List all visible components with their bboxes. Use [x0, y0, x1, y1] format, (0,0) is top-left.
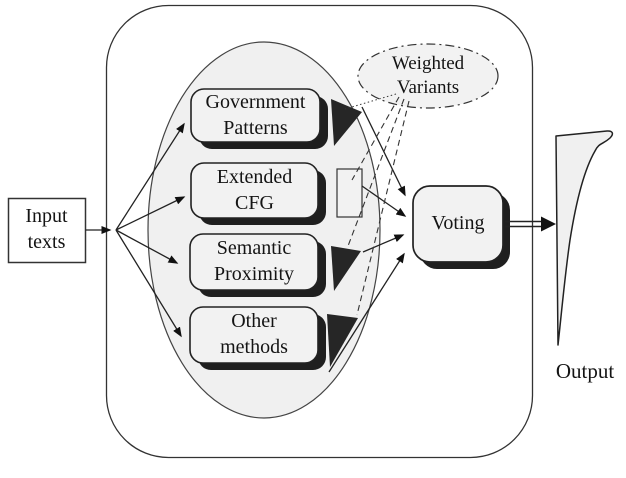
dashed-link-to-extended-cfg-rect [351, 96, 400, 181]
method-box-semantic-proximity [189, 233, 326, 297]
arrow-voting-to-output [505, 216, 556, 232]
arrow-fan-to-extended-cfg [115, 196, 186, 231]
arrow-fan-to-government-patterns [115, 122, 185, 231]
arrow-government-patterns-to-voting [361, 106, 406, 197]
method-box-other-methods [189, 306, 326, 370]
weight-wedge-government-patterns [331, 99, 362, 146]
weight-links [344, 93, 410, 316]
weight-wedge-semantic-proximity [331, 246, 361, 291]
arrow-other-methods-to-voting [328, 252, 405, 373]
output-curve [555, 130, 614, 346]
method-box-extended-cfg [190, 162, 326, 225]
method-box-government-patterns [190, 88, 328, 149]
arrow-fan-to-other-methods [115, 229, 182, 338]
arrow-extended-cfg-to-voting [361, 185, 407, 217]
arrow-fan-to-semantic-proximity [115, 229, 179, 264]
dashed-link-to-other-wedge [356, 100, 410, 316]
dashed-link-to-semantic-wedge [347, 98, 405, 247]
dotted-link-to-government-wedge [344, 93, 397, 110]
weight-rect-extended-cfg [336, 168, 363, 218]
flow-arrows [85, 106, 407, 373]
weighted-variants-ellipse [357, 43, 499, 109]
weight-wedge-other-methods [327, 314, 358, 367]
voting-box [412, 185, 510, 269]
input-box [7, 197, 87, 264]
arrow-semantic-proximity-to-voting [362, 234, 405, 253]
